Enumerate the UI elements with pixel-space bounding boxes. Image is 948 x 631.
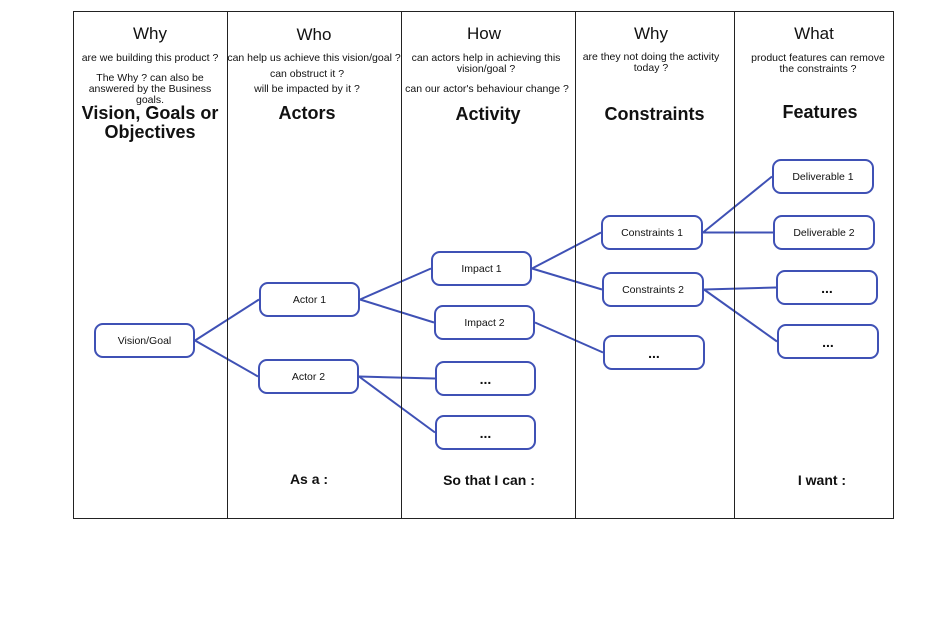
node-impact-1[interactable]: Impact 1 [431, 251, 532, 286]
node-feature-more[interactable]: ... [777, 324, 879, 359]
column-divider [575, 11, 576, 519]
link-actor1-to-impact2 [359, 298, 435, 324]
column-footer-i-want: I want : [797, 472, 847, 488]
link-vision-to-actor2 [194, 339, 259, 378]
node-deliverable-2[interactable]: Deliverable 2 [773, 215, 875, 250]
node-impact-2[interactable]: Impact 2 [434, 305, 535, 340]
node-actor-2[interactable]: Actor 2 [258, 359, 359, 394]
column-divider [227, 11, 228, 519]
node-constraints-1[interactable]: Constraints 1 [601, 215, 703, 250]
node-actor-1[interactable]: Actor 1 [259, 282, 360, 317]
node-activity-more[interactable]: ... [435, 361, 536, 396]
link-constraints2-to-feat_more2 [703, 288, 778, 343]
column-title-features: Features [782, 102, 858, 122]
column-header-why-constraints: Why [634, 24, 668, 43]
column-title-actors: Actors [278, 103, 336, 123]
column-question: will be impacted by it ? [254, 83, 360, 95]
link-impact1-to-constraints1 [531, 231, 602, 270]
table-frame [73, 11, 894, 519]
column-header-what: What [794, 24, 834, 43]
link-actor2-to-act_more2 [358, 375, 436, 434]
column-title-activity: Activity [455, 104, 521, 124]
node-activity-more[interactable]: ... [435, 415, 536, 450]
link-constraints2-to-feat_more1 [703, 286, 777, 291]
column-footer-as-a: As a : [289, 471, 329, 487]
node-constraints-2[interactable]: Constraints 2 [602, 272, 704, 307]
column-question: The Why ? can also be answered by the Bu… [88, 72, 212, 106]
column-header-how: How [466, 24, 501, 43]
column-divider [734, 11, 735, 519]
link-impact1-to-constraints2 [531, 267, 603, 291]
column-question: are we building this product ? [81, 52, 219, 64]
link-actor2-to-act_more1 [358, 375, 436, 380]
column-question: can help us achieve this vision/goal ? [227, 52, 401, 64]
column-title-vision: Vision, Goals or Objectives [81, 103, 219, 142]
column-footer-so-that: So that I can : [443, 472, 535, 488]
column-question: are they not doing the activity today ? [582, 51, 720, 74]
column-question: product features can remove the constrai… [751, 52, 885, 75]
column-header-who: Who [296, 25, 332, 44]
link-actor1-to-impact1 [359, 267, 432, 301]
link-constraints1-to-deliverable1 [702, 175, 773, 234]
node-deliverable-1[interactable]: Deliverable 1 [772, 159, 874, 194]
link-impact2-to-con_more [534, 321, 604, 354]
column-header-why: Why [133, 24, 167, 43]
node-vision-goal[interactable]: Vision/Goal [94, 323, 195, 358]
column-question: can obstruct it ? [269, 68, 345, 80]
column-title-constraints: Constraints [604, 104, 705, 124]
column-question: can actors help in achieving this vision… [411, 52, 561, 75]
column-question: can our actor's behaviour change ? [405, 83, 569, 95]
column-divider [401, 11, 402, 519]
node-feature-more[interactable]: ... [776, 270, 878, 305]
node-constraints-more[interactable]: ... [603, 335, 705, 370]
